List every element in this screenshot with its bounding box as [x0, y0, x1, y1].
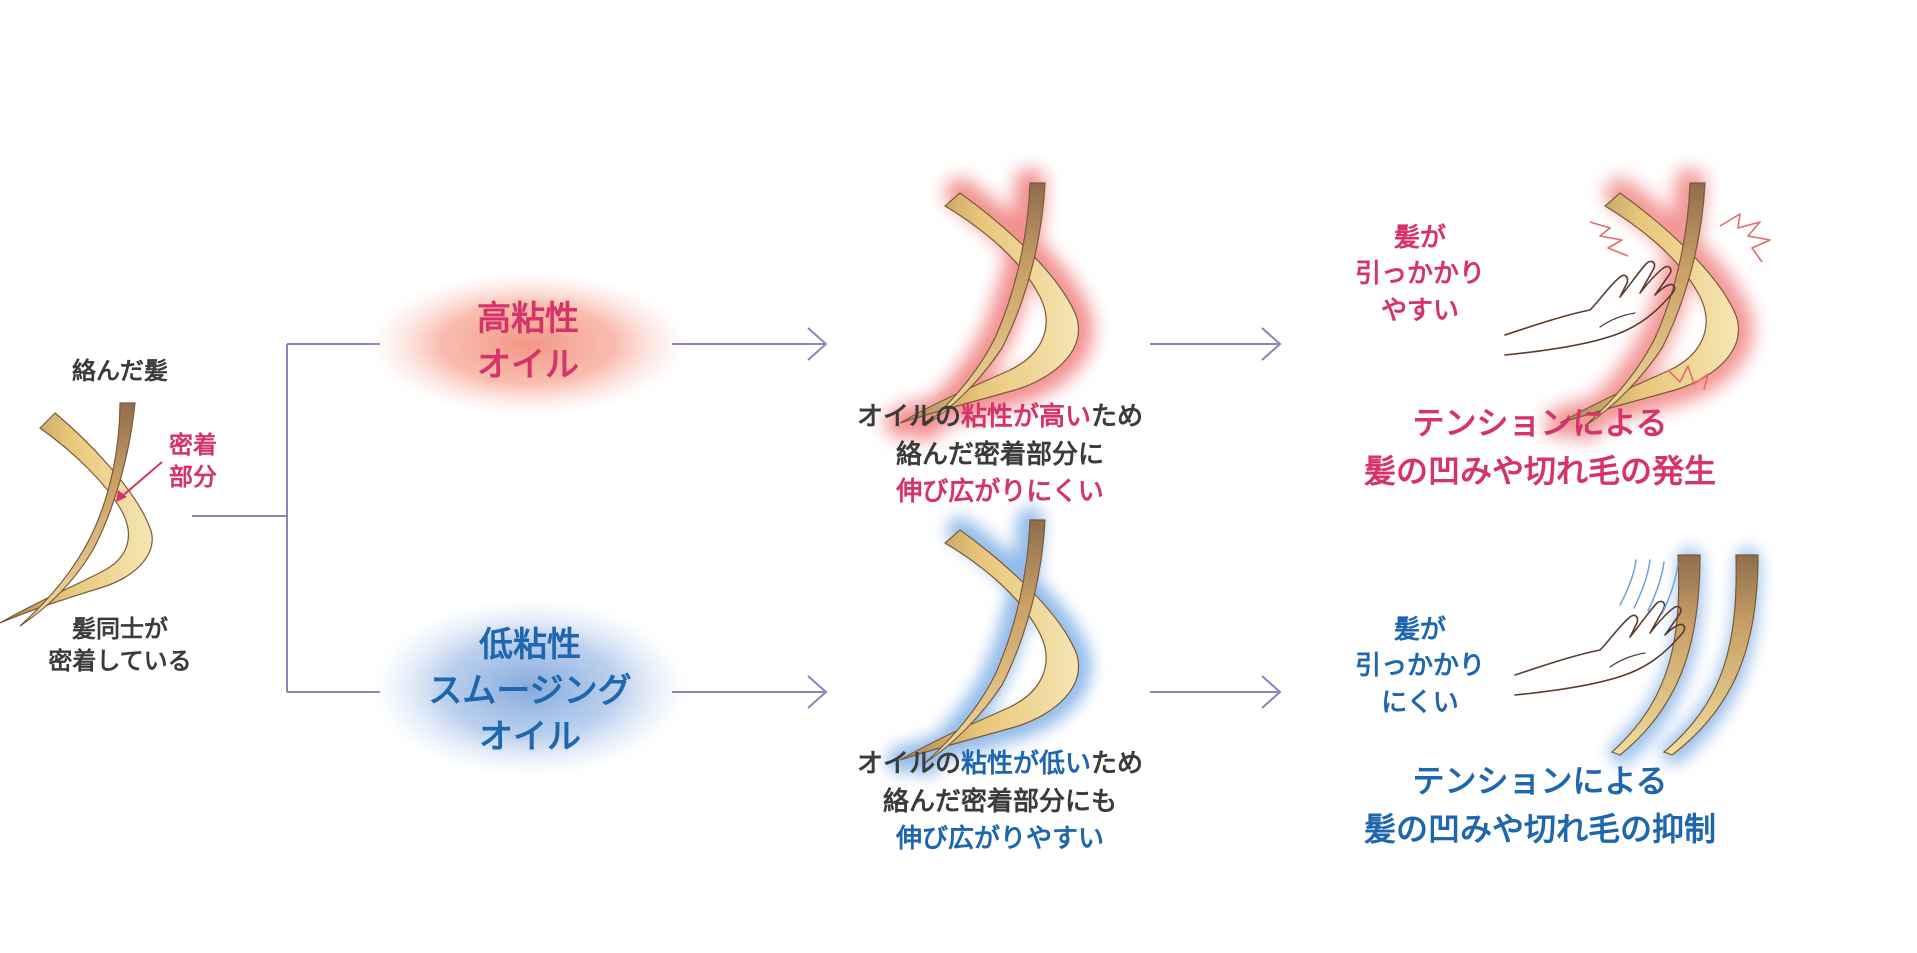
arrow-low-1 [672, 675, 828, 709]
low-viscosity-result: テンションによる 髪の凹みや切れ毛の抑制 [1363, 762, 1716, 848]
arrow-high-1 [672, 327, 828, 361]
contact-pointer-arrow [119, 461, 163, 499]
arrow-high-2 [1150, 327, 1282, 361]
snag-likely-label: 髪が 引っかかり やすい [1354, 223, 1485, 326]
branch-connector [192, 343, 380, 693]
high-tension-hair-illustration [1545, 168, 1754, 441]
low-viscosity-oil-label: 低粘性 スムージング オイル [428, 625, 632, 758]
low-viscosity-description: オイルの粘性が低いため 絡んだ密着部分にも 伸び広がりやすい [856, 749, 1144, 855]
low-viscosity-hair-illustration [887, 507, 1092, 776]
tangled-hair-label: 絡んだ髪 [72, 357, 168, 385]
contact-area-label: 密着 部分 [169, 431, 217, 491]
high-viscosity-hair-illustration [885, 168, 1094, 441]
smooth-pulling-hand-icon [1514, 600, 1686, 696]
snag-burst-icon [1589, 213, 1771, 391]
low-viscosity-oil-blob [370, 598, 690, 778]
source-hair-illustration [0, 402, 153, 627]
high-viscosity-description: オイルの粘性が高いため 絡んだ密着部分に 伸び広がりにくい [856, 402, 1144, 508]
high-viscosity-result: テンションによる 髪の凹みや切れ毛の発生 [1363, 404, 1716, 490]
high-viscosity-oil-label: 高粘性 オイル [477, 299, 579, 386]
motion-lines-icon [1619, 559, 1679, 615]
smooth-hair-strands-illustration [1610, 548, 1760, 764]
snag-unlikely-label: 髪が 引っかかり にくい [1354, 615, 1485, 718]
arrow-low-2 [1150, 675, 1282, 709]
contact-pointer-arrowhead [116, 490, 127, 502]
hair-contact-label: 髪同士が 密着している [48, 615, 192, 675]
high-viscosity-oil-blob [368, 272, 688, 416]
